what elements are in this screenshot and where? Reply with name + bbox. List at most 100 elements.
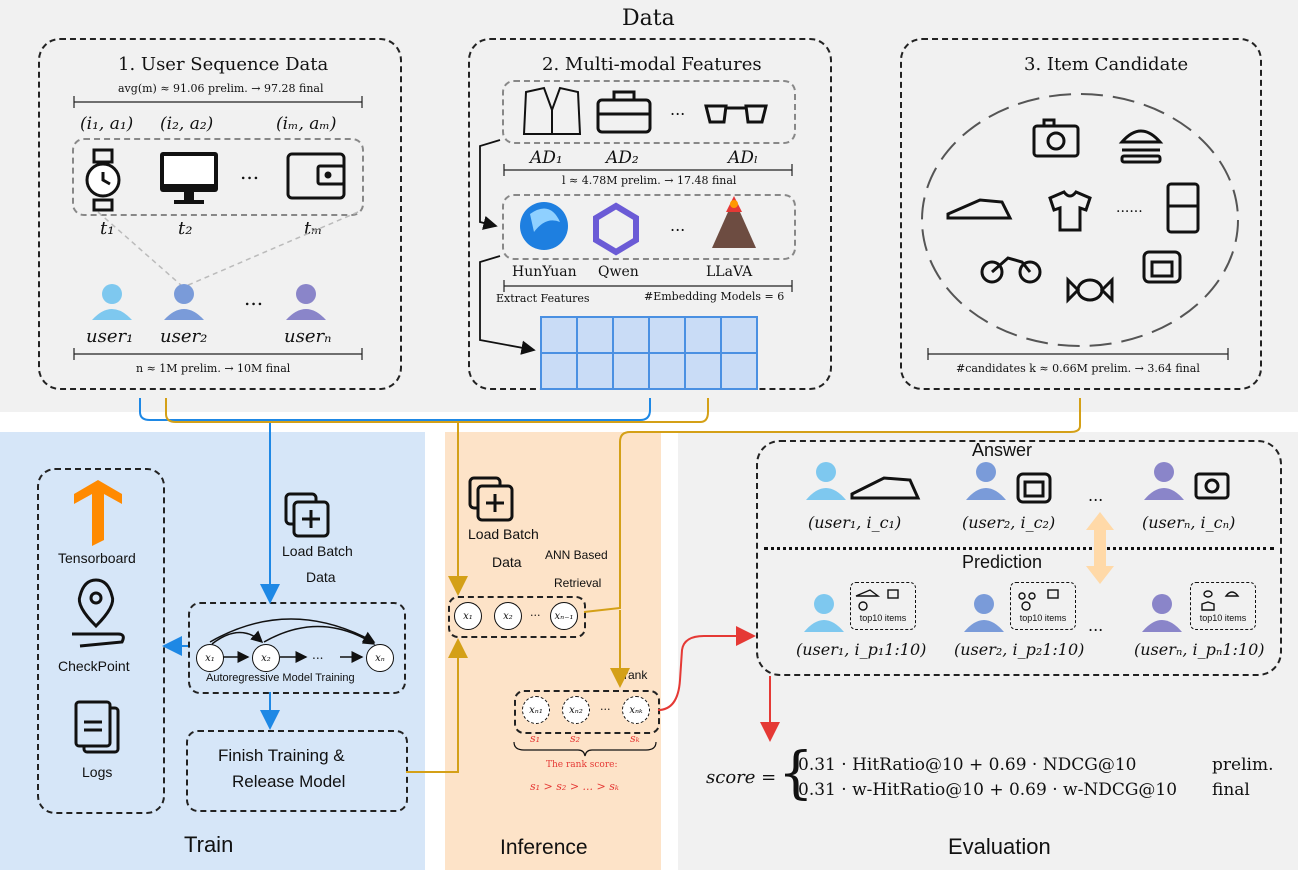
finish-line-1: Finish Training & [218,746,345,765]
finish-line-2: Release Model [232,772,346,791]
formula-tag-2: final [1212,780,1250,800]
user-1-label: user₁ [86,326,134,347]
tool-tensorboard: Tensorboard [58,550,136,566]
ad-1: AD₁ [530,148,563,168]
briefcase-icon [596,90,652,134]
mini-items-n [1201,590,1240,611]
answer-camera-icon [1194,472,1230,500]
infer-load-batch: Load Batch [468,526,539,542]
glasses-icon [704,104,768,124]
seq-ellipsis: ... [240,160,260,184]
score-brace: { [778,741,814,806]
dimension-lines [73,96,1229,360]
autoregressive-label: Autoregressive Model Training [206,672,355,684]
score-lhs: score = [706,767,777,788]
armchair-icon [1142,250,1182,284]
model-hunyuan: HunYuan [512,264,577,280]
avg-note: avg(m) ≈ 91.06 prelim. → 97.28 final [118,82,324,95]
pair-2: (i₂, a₂) [160,114,214,134]
formula-tag-1: prelim. [1212,755,1274,775]
embedding-matrix [540,316,758,390]
llava-icon [712,196,756,248]
train-node-ellipsis: ... [312,648,324,662]
answer-label: Answer [972,440,1033,460]
fridge-icon [1166,182,1200,234]
train-load-batch-icon [284,492,330,538]
rank-node-k: xₙₖ [622,696,650,724]
rank-node-ellipsis: ... [600,700,611,713]
ranked-seq-box [514,690,660,734]
model-qwen: Qwen [598,264,639,280]
rank-score-label: The rank score: [546,760,618,770]
l-note: l ≈ 4.78M prelim. → 17.48 final [562,174,737,187]
top10-box-1: top10 items [850,582,916,630]
n-note: n ≈ 1M prelim. → 10M final [136,362,291,375]
evaluation-title: Evaluation [948,834,1051,859]
logs-icon [74,700,120,754]
train-load-batch: Load Batch [282,543,353,559]
tool-checkpoint: CheckPoint [58,658,130,674]
ad-ellipsis: ... [670,100,686,119]
answer-pair-n: (userₙ, i_cₙ) [1142,513,1236,532]
answer-pair-2: (user₂, i_c₂) [962,513,1056,532]
top10-box-2: top10 items [1010,582,1076,630]
infer-node-1: x₁ [454,602,482,630]
ad-2: AD₂ [606,148,639,168]
data-title: Data [622,6,675,31]
sequence-item-box [72,138,364,216]
ad-icon-box [502,80,796,144]
compare-arrow [1086,512,1114,584]
train-node-2: x₂ [252,644,280,672]
top10-label-1: top10 items [859,613,907,623]
k-note: #candidates k ≈ 0.66M prelim. → 3.64 fin… [956,362,1200,375]
candidate-ring [921,93,1239,347]
qwen-icon [593,202,639,256]
items-dots: ...... [1116,200,1143,216]
user-seq-title: 1. User Sequence Data [118,54,329,75]
burger-icon [1118,129,1164,164]
model-llava: LLaVA [706,264,753,280]
inference-title: Inference [500,836,588,859]
user-n-icon [286,284,326,320]
rank-node-1: xₙ₁ [522,696,550,724]
evaluation-panel [678,432,1298,870]
tensorboard-icon [74,480,122,546]
candy-icon [1066,276,1114,304]
score-k: sₖ [630,732,640,745]
camera-icon [1032,118,1080,158]
pred-user-1-icon [804,594,844,632]
infer-load-batch-icon [468,476,514,522]
pred-pair-1: (user₁, i_p₁1:10) [796,640,927,659]
multimodal-title: 2. Multi-modal Features [542,54,762,75]
eval-user-2-icon [966,462,1006,500]
train-node-n: xₙ [366,644,394,672]
time-2: t₂ [178,218,193,239]
time-1: t₁ [100,218,115,239]
answer-pair-1: (user₁, i_c₁) [808,513,902,532]
pred-pair-2: (user₂, i_p₂1:10) [954,640,1085,659]
formula-2: 0.31 · w-HitRatio@10 + 0.69 · w-NDCG@10 [798,780,1178,800]
infer-node-n1: xₙ₋₁ [550,602,578,630]
infer-node-ellipsis: ... [530,606,541,619]
eval-box [756,440,1282,676]
pred-ellipsis: ... [1088,616,1104,635]
top10-label-n: top10 items [1199,613,1247,623]
prediction-label: Prediction [962,552,1043,572]
user-ellipsis: ... [244,286,264,310]
ann-label-1: ANN Based [545,548,608,562]
train-node-1: x₁ [196,644,224,672]
infer-node-2: x₂ [494,602,522,630]
eval-user-1-icon [806,462,846,500]
embed-note: #Embedding Models = 6 [644,290,785,303]
score-1: s₁ [530,732,541,745]
hunyuan-icon [520,202,568,250]
user-2-label: user₂ [160,326,208,347]
retrieval-seq-box [448,596,586,638]
user-sequence-box [38,38,402,390]
user-n-label: userₙ [284,326,332,347]
score-2: s₂ [570,732,581,745]
eval-divider [764,547,1274,550]
model-icon-box [502,194,796,260]
pred-pair-n: (userₙ, i_pₙ1:10) [1134,640,1265,659]
